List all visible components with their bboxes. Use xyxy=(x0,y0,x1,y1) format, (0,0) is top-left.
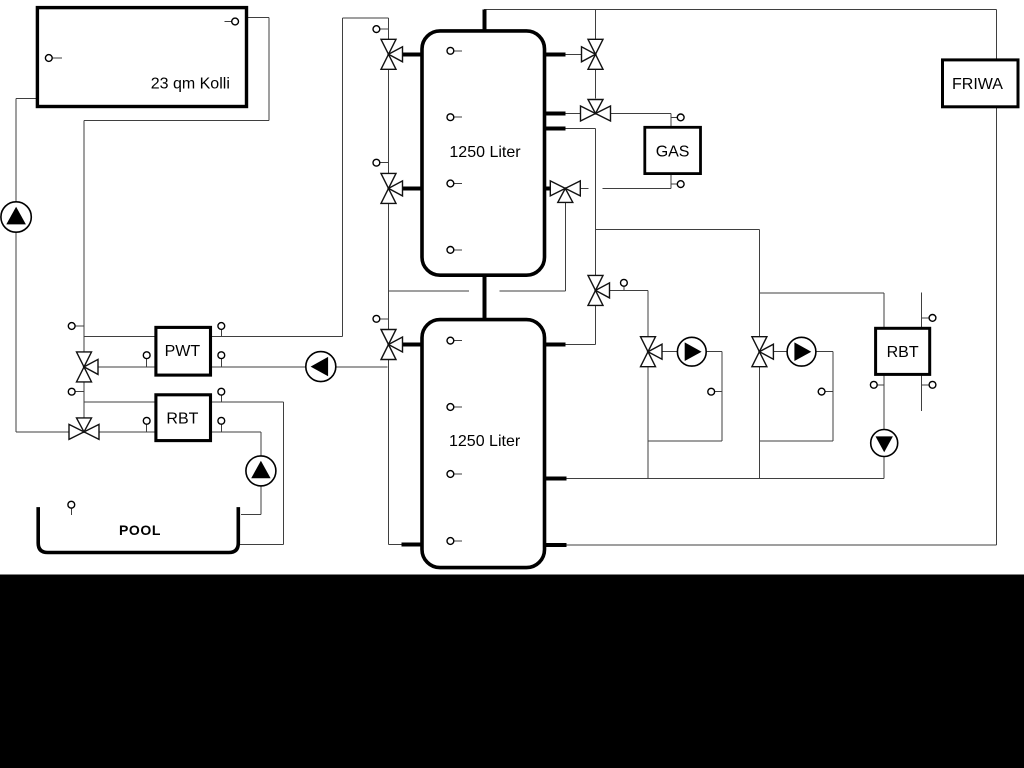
svg-text:1250 Liter: 1250 Liter xyxy=(449,144,521,161)
svg-text:23 qm Kolli: 23 qm Kolli xyxy=(151,76,230,93)
svg-text:GAS: GAS xyxy=(656,143,690,160)
svg-text:PWT: PWT xyxy=(165,343,201,360)
svg-text:RBT: RBT xyxy=(166,410,198,427)
svg-text:POOL: POOL xyxy=(119,522,161,538)
svg-text:1250 Liter: 1250 Liter xyxy=(449,433,521,450)
svg-text:RBT: RBT xyxy=(887,344,919,361)
svg-text:FRIWA: FRIWA xyxy=(952,76,1003,93)
